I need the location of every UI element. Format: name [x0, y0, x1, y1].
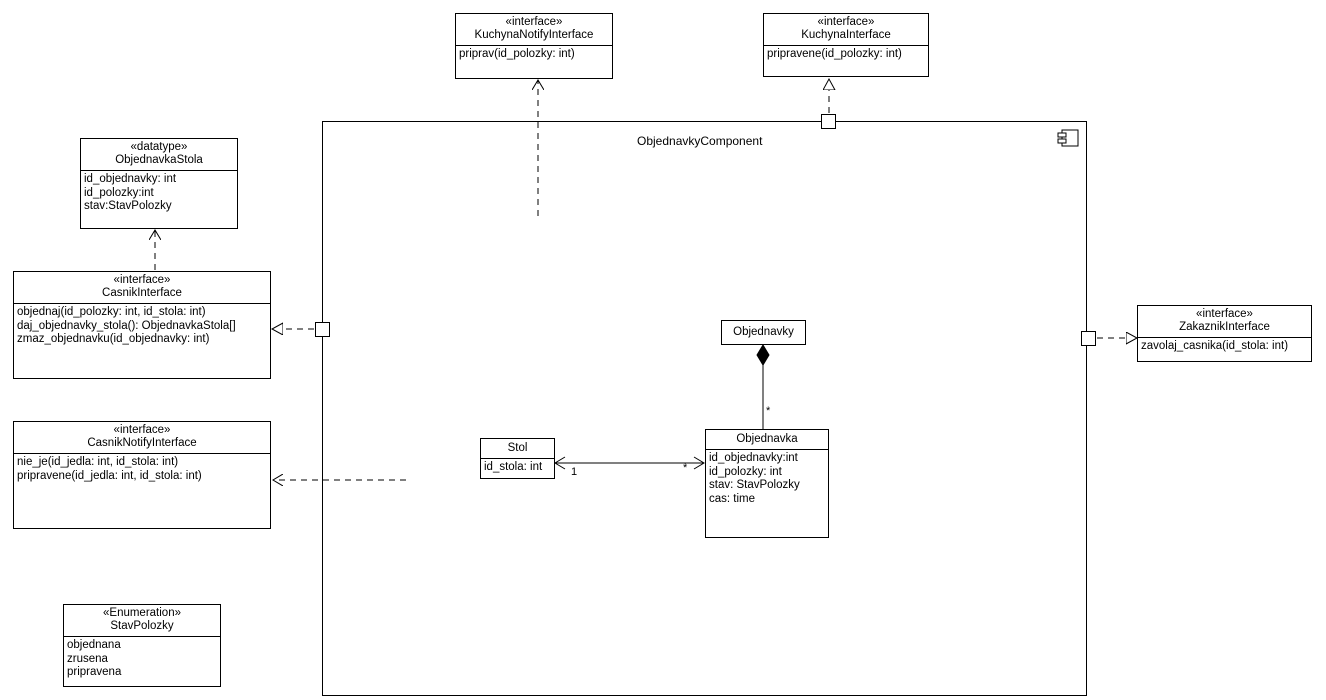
operation: objednaj(id_polozky: int, id_stola: int) — [17, 306, 206, 318]
component-icon — [1057, 129, 1079, 147]
attribute: id_polozky: int — [709, 465, 782, 478]
stereotype: «interface» — [113, 424, 171, 436]
interface-name: CasnikInterface — [102, 287, 182, 299]
attribute: id_objednavky:int — [709, 452, 798, 464]
interface-name: KuchynaInterface — [801, 29, 891, 41]
interface-name: ZakaznikInterface — [1179, 321, 1270, 333]
objednavka-class: Objednavka id_objednavky:int id_polozky:… — [705, 429, 829, 538]
component-name: ObjednavkyComponent — [637, 134, 763, 148]
operation: pripravene(id_jedla: int, id_stola: int) — [17, 469, 202, 482]
enum-literal: pripravena — [67, 666, 122, 678]
composition-diamond — [756, 344, 770, 366]
stol-class: Stol id_stola: int — [480, 438, 555, 479]
assoc-objednavka-multiplicity: * — [683, 462, 688, 474]
attribute: id_polozky:int — [84, 186, 154, 199]
stereotype: «interface» — [1196, 308, 1253, 320]
attribute: stav: StavPolozky — [709, 479, 800, 491]
operation: nie_je(id_jedla: int, id_stola: int) — [17, 456, 179, 468]
interface-name: CasnikNotifyInterface — [87, 437, 197, 449]
stereotype: «interface» — [113, 274, 171, 286]
objednavky-component: ObjednavkyComponent — [322, 121, 1087, 696]
casnik-notify-interface: «interface» CasnikNotifyInterface nie_je… — [13, 421, 271, 529]
casnik-interface: «interface» CasnikInterface objednaj(id_… — [13, 271, 271, 379]
objednavky-class: Objednavky — [721, 320, 806, 345]
enum-literal: objednana — [67, 639, 121, 651]
attribute: id_stola: int — [484, 461, 543, 473]
composition-multiplicity: * — [766, 405, 771, 417]
kuchyna-notify-interface: «interface» KuchynaNotifyInterface pripr… — [455, 13, 613, 79]
class-name: Stol — [507, 442, 528, 454]
stav-polozky-enumeration: «Enumeration» StavPolozky objednana zrus… — [63, 604, 221, 687]
operation: zavolaj_casnika(id_stola: int) — [1141, 340, 1289, 352]
stereotype: «datatype» — [130, 141, 188, 153]
objednavka-stola-datatype: «datatype» ObjednavkaStola id_objednavky… — [80, 138, 238, 229]
attribute: cas: time — [709, 492, 756, 505]
datatype-name: ObjednavkaStola — [115, 154, 203, 166]
port-casnik — [315, 322, 330, 337]
kuchyna-interface: «interface» KuchynaInterface pripravene(… — [763, 13, 929, 77]
attribute: id_objednavky: int — [84, 173, 177, 185]
operation: priprav(id_polozky: int) — [459, 48, 575, 60]
attribute: stav:StavPolozky — [84, 200, 172, 212]
port-zakaznik — [1081, 331, 1096, 346]
stereotype: «Enumeration» — [103, 607, 181, 619]
port-kuchyna — [821, 114, 836, 129]
operation: daj_objednavky_stola(): ObjednavkaStola[… — [17, 319, 236, 332]
class-name: Objednavky — [733, 326, 794, 338]
interface-name: KuchynaNotifyInterface — [474, 29, 594, 41]
zakaznik-interface: «interface» ZakaznikInterface zavolaj_ca… — [1137, 305, 1312, 362]
class-name: Objednavka — [736, 433, 798, 445]
enum-literal: zrusena — [67, 652, 108, 665]
assoc-stol-multiplicity: 1 — [571, 466, 578, 478]
operation: zmaz_objednavku(id_objednavky: int) — [17, 333, 210, 345]
stereotype: «interface» — [505, 16, 563, 28]
enumeration-name: StavPolozky — [110, 620, 174, 632]
operation: pripravene(id_polozky: int) — [767, 48, 902, 60]
stereotype: «interface» — [817, 16, 875, 28]
